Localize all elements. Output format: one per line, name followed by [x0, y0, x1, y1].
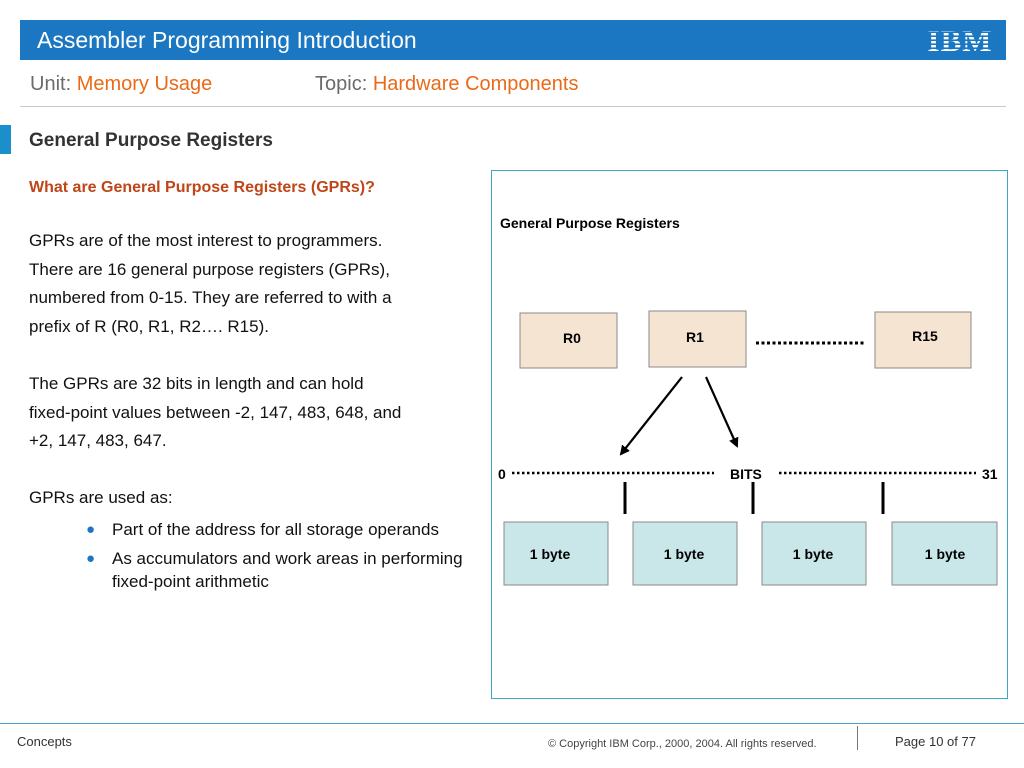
register-label-r1: R1 — [686, 329, 704, 345]
byte-label: 1 byte — [530, 546, 571, 562]
bit-start-label: 0 — [498, 466, 506, 482]
section-title: General Purpose Registers — [29, 130, 273, 151]
diagram-title: General Purpose Registers — [500, 215, 680, 231]
text-line: +2, 147, 483, 647. — [29, 431, 167, 450]
topic-line: Topic: Hardware Components — [315, 73, 578, 96]
presentation-title: Assembler Programming Introduction — [37, 27, 417, 53]
text-line: The GPRs are 32 bits in length and can h… — [29, 374, 364, 393]
register-box-r1 — [648, 310, 747, 368]
logo-text: IBM — [928, 25, 992, 55]
register-label-r15: R15 — [912, 328, 938, 344]
footer-divider — [0, 723, 1024, 724]
byte-box-4 — [891, 521, 998, 586]
unit-label: Unit: — [30, 73, 72, 95]
usage-bullet-list: ● Part of the address for all storage ope… — [86, 518, 466, 599]
ibm-logo: IBM — [928, 25, 992, 55]
paragraph-register-size: The GPRs are 32 bits in length and can h… — [29, 370, 479, 456]
unit-line: Unit: Memory Usage — [30, 73, 212, 96]
expand-arrow-left — [619, 376, 683, 456]
page-number: Page 10 of 77 — [895, 734, 976, 749]
section-question: What are General Purpose Registers (GPRs… — [29, 179, 375, 196]
gpr-diagram-svg: General Purpose Registers R0 R1 R15 0 BI… — [498, 215, 998, 586]
expand-arrow-right — [704, 376, 739, 448]
list-item: ● As accumulators and work areas in perfo… — [86, 547, 466, 594]
topic-label: Topic: — [315, 73, 368, 95]
text-line: fixed-point values between -2, 147, 483,… — [29, 402, 402, 422]
bullet-dot-icon: ● — [86, 549, 96, 567]
bullet-text: Part of the address for all storage oper… — [112, 520, 439, 539]
paragraph-registers-count: GPRs are of the most interest to program… — [29, 227, 479, 341]
section-accent-bar — [0, 125, 11, 154]
byte-box-2 — [632, 521, 738, 586]
text-line: numbered from 0-15. They are referred to… — [29, 288, 392, 307]
bullet-text: As accumulators and work areas in perfor… — [112, 548, 463, 592]
list-item: ● Part of the address for all storage ope… — [86, 518, 466, 542]
topic-value: Hardware Components — [372, 73, 579, 95]
bits-label: BITS — [730, 466, 762, 482]
register-box-r0 — [519, 312, 618, 369]
bullet-dot-icon: ● — [86, 521, 96, 538]
register-label-r0: R0 — [563, 330, 581, 346]
header-divider — [20, 106, 1006, 107]
title-bar: Assembler Programming Introduction IBM — [20, 20, 1006, 60]
byte-label: 1 byte — [925, 546, 966, 562]
byte-box-3 — [761, 521, 867, 586]
gpr-diagram: General Purpose Registers R0 R1 R15 0 BI… — [491, 170, 1008, 699]
unit-value: Memory Usage — [76, 73, 213, 95]
bit-end-label: 31 — [982, 466, 998, 482]
text-line: GPRs are of the most interest to program… — [29, 231, 383, 250]
register-box-r15 — [874, 311, 972, 369]
byte-box-1 — [503, 521, 609, 586]
byte-label: 1 byte — [793, 546, 834, 562]
footer-separator — [857, 726, 858, 750]
footer-section-name: Concepts — [17, 734, 72, 749]
text-line: There are 16 general purpose registers (… — [29, 259, 390, 279]
paragraph-usage-intro: GPRs are used as: — [29, 488, 173, 507]
text-line: prefix of R (R0, R1, R2…. R15). — [29, 316, 269, 336]
byte-label: 1 byte — [664, 546, 705, 562]
footer-copyright: © Copyright IBM Corp., 2000, 2004. All r… — [548, 738, 817, 750]
